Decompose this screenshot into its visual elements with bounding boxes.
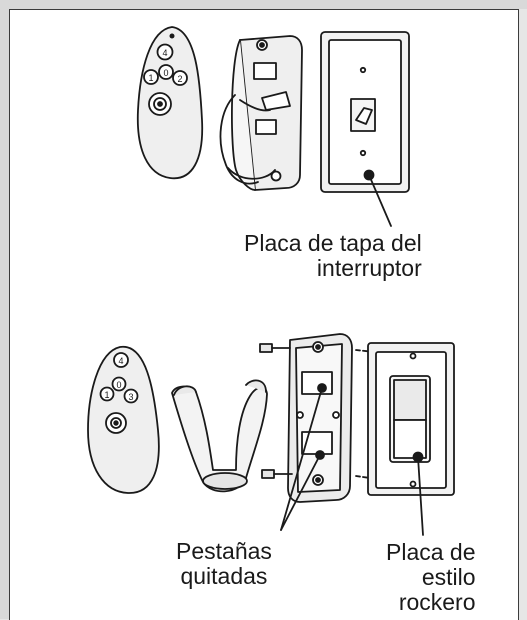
remote-button-label: 1 [148, 73, 153, 83]
pointer-line-switch-plate [368, 174, 392, 227]
remote-holder-clip-bottom [171, 379, 268, 493]
remote-control-top: 4 1 0 2 [136, 26, 204, 180]
remote-button-label: 1 [104, 390, 109, 400]
remote-button-label: 2 [177, 74, 182, 84]
remote-button-label: 3 [128, 392, 133, 402]
pointer-lines-bottom [280, 383, 424, 536]
rocker-switch-plate [367, 342, 455, 496]
page-border-left [0, 0, 9, 619]
label-removed-tabs: Pestañas quitadas [176, 539, 272, 589]
label-line: Pestañas [176, 538, 272, 564]
wall-plate-adapter [287, 333, 353, 503]
remote-holder-bracket-top [219, 35, 303, 191]
toggle-switch-plate [320, 31, 410, 193]
label-line: interruptor [316, 255, 422, 281]
label-line: quitadas [180, 563, 268, 589]
page-border-top [0, 0, 527, 9]
remote-control-bottom: 4 1 0 3 [87, 346, 160, 494]
remote-button-label: 0 [116, 380, 121, 390]
remote-button-label: 4 [162, 48, 167, 58]
remote-button-label: 0 [163, 68, 168, 78]
label-line: rockero [398, 589, 476, 615]
label-switch-cover-plate: Placa de tapa del interruptor [244, 231, 422, 281]
label-line: Placa de [386, 539, 476, 565]
label-line: estilo [421, 564, 476, 590]
remote-button-label: 4 [118, 356, 123, 366]
label-rocker-plate: Placa de estilo rockero [386, 540, 476, 615]
label-line: Placa de tapa del [244, 230, 422, 256]
